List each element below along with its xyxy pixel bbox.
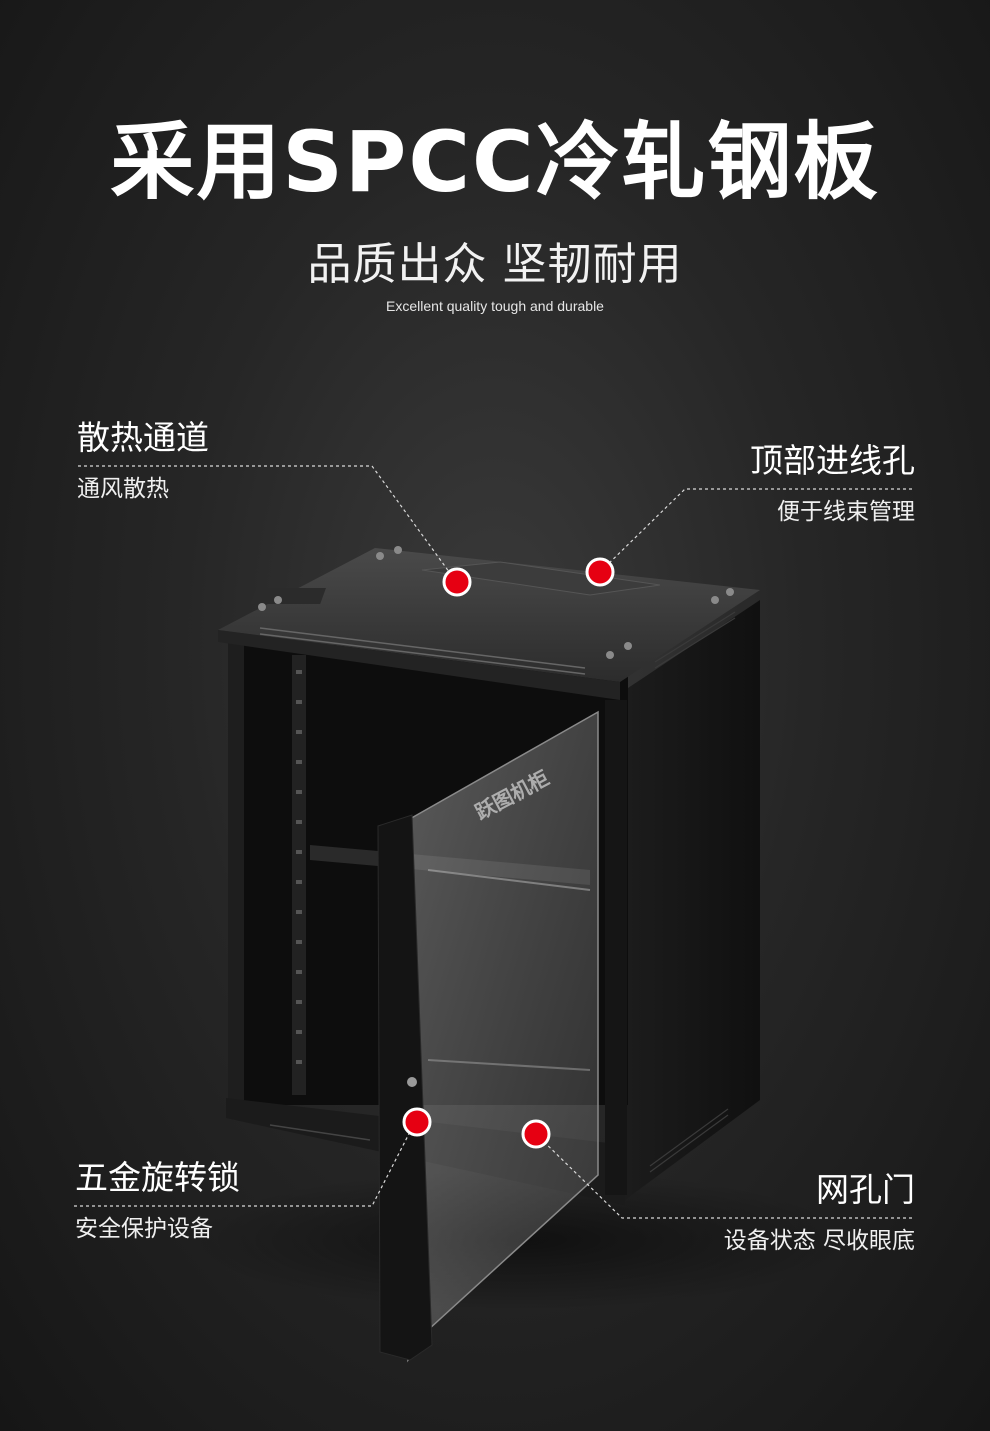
cabinet-left-frame bbox=[228, 640, 244, 1110]
callout-lock: 五金旋转锁 安全保护设备 bbox=[75, 1158, 240, 1244]
cabinet-front-edge bbox=[605, 700, 627, 1195]
callout-lock-desc: 安全保护设备 bbox=[75, 1216, 213, 1242]
callout-markers bbox=[402, 557, 615, 1149]
callout-vent: 散热通道 通风散热 bbox=[77, 418, 209, 504]
callout-mesh-door-desc: 设备状态 尽收眼底 bbox=[723, 1228, 915, 1254]
callout-lock-title: 五金旋转锁 bbox=[75, 1158, 240, 1197]
rail-holes bbox=[296, 670, 302, 1064]
door-frame bbox=[377, 814, 433, 1361]
cabinet-side-panel bbox=[625, 600, 760, 1200]
headline-title: 采用SPCC冷轧钢板 bbox=[110, 113, 880, 211]
top-screws bbox=[258, 546, 734, 659]
callout-mesh-door: 网孔门 设备状态 尽收眼底 bbox=[724, 1170, 915, 1256]
top-cable-plate bbox=[421, 561, 661, 596]
callout-mesh-door-title: 网孔门 bbox=[816, 1170, 915, 1209]
top-front-vents bbox=[259, 627, 586, 675]
callout-vent-desc: 通风散热 bbox=[77, 476, 169, 502]
rack-rail bbox=[292, 655, 306, 1095]
headline-english: Excellent quality tough and durable bbox=[386, 298, 604, 314]
callout-lines bbox=[74, 465, 912, 1219]
marker-lock bbox=[402, 1107, 432, 1137]
callout-line-mesh-door bbox=[535, 1133, 912, 1219]
callout-cable-hole-desc: 便于线束管理 bbox=[777, 499, 915, 525]
cabinet-top-front bbox=[218, 630, 620, 700]
headline-subtitle: 品质出众 坚韧耐用 bbox=[307, 239, 683, 290]
callout-vent-title: 散热通道 bbox=[77, 418, 209, 457]
marker-cable-hole bbox=[585, 557, 615, 587]
callout-cable-hole: 顶部进线孔 便于线束管理 bbox=[750, 441, 915, 527]
callout-line-lock bbox=[74, 1121, 416, 1207]
callout-cable-hole-title: 顶部进线孔 bbox=[750, 441, 915, 480]
callout-line-cable-hole bbox=[599, 488, 912, 573]
marker-mesh-door bbox=[521, 1119, 551, 1149]
callout-line-vent bbox=[78, 465, 456, 581]
marker-vent bbox=[442, 567, 472, 597]
side-vents bbox=[649, 611, 736, 1173]
lock-icon bbox=[407, 1077, 417, 1087]
top-vent-grille bbox=[250, 588, 326, 604]
